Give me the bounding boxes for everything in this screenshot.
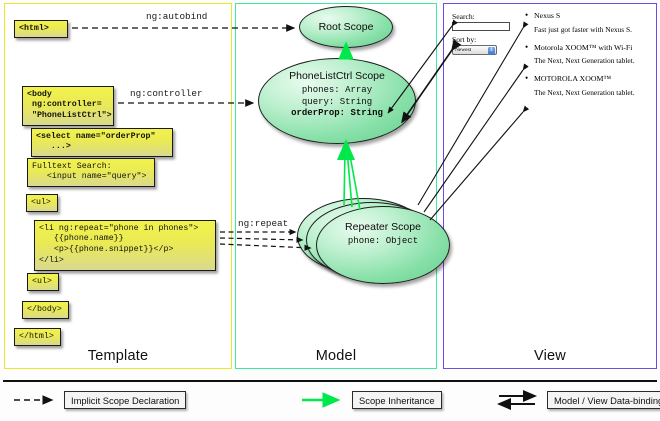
phone-name: Nexus S: [525, 10, 655, 20]
connector-repeat: [219, 228, 312, 251]
scope-root-title: Root Scope: [318, 20, 374, 33]
phone-snippet: The Next, Next Generation tablet.: [534, 87, 635, 97]
code-box-ul-close: <ul>: [27, 273, 59, 292]
code-box-html-close: </html>: [14, 328, 61, 347]
scope-phonelistctrl-props: phones: Array query: String orderProp: S…: [259, 85, 415, 118]
panel-model-label: Model: [315, 348, 357, 364]
list-item[interactable]: Nexus S Fast just got faster with Nexus …: [525, 10, 655, 34]
connector-inheritance-repeater: [337, 139, 361, 211]
view-search-label: Search:: [452, 12, 475, 21]
connector-databinding-orderprop: [401, 39, 462, 124]
phone-name: MOTOROLA XOOM™: [525, 73, 655, 83]
chevron-down-icon: ⇕: [488, 47, 495, 55]
phone-snippet: Fast just got faster with Nexus S.: [534, 24, 632, 34]
code-box-select: <select name="orderProp" ...>: [31, 128, 173, 158]
phone-name: Motorola XOOM™ with Wi-Fi: [525, 42, 655, 52]
green-arrow-icon: [302, 392, 341, 408]
view-sort-label: Sort by:: [452, 35, 477, 44]
scope-repeater-props: phone: Object: [347, 236, 419, 247]
legend-item-model-view-data-binding: Model / View Data-binding: [495, 390, 660, 410]
edge-label-controller: ng:controller: [130, 88, 203, 99]
scope-repeater: Repeater Scope phone: Object: [316, 206, 450, 284]
code-box-body-close: </body>: [22, 301, 69, 320]
panel-view-label: View: [534, 348, 566, 364]
legend-divider: [3, 380, 657, 383]
double-arrow-icon: [497, 390, 537, 410]
legend: Implicit Scope Declaration Scope Inherit…: [0, 390, 660, 418]
edge-label-autobind: ng:autobind: [146, 11, 208, 22]
scope-prop-orderprop: orderProp: String: [291, 107, 383, 118]
panel-template-label: Template: [87, 348, 149, 364]
legend-item-implicit-scope-declaration: Implicit Scope Declaration: [12, 390, 187, 410]
dashed-arrow-icon: [14, 395, 54, 405]
code-box-body-open: <body ng:controller= "PhoneListCtrl">: [22, 86, 114, 127]
scope-phonelistctrl-title: PhoneListCtrl Scope: [289, 70, 385, 82]
connector-databinding-list: [417, 21, 530, 221]
code-box-li-repeat: <li ng:repeat="phone in phones"> {{phone…: [34, 220, 216, 272]
phone-snippet: The Next, Next Generation tablet.: [534, 56, 635, 65]
list-item[interactable]: Motorola XOOM™ with Wi-Fi The Next, Next…: [525, 42, 655, 66]
code-box-ul-open: <ul>: [26, 194, 58, 213]
legend-item-scope-inheritance: Scope Inheritance: [300, 390, 442, 410]
edge-label-repeat: ng:repeat: [238, 218, 289, 229]
phone-list: Nexus S Fast just got faster with Nexus …: [525, 10, 655, 106]
legend-label-scope-inheritance: Scope Inheritance: [352, 391, 442, 409]
legend-label-implicit-scope-declaration: Implicit Scope Declaration: [64, 391, 187, 409]
code-box-fulltext-search: Fulltext Search: <input name="query">: [27, 158, 155, 188]
code-box-html-open: <html>: [14, 20, 68, 39]
scope-repeater-title: Repeater Scope: [345, 221, 421, 233]
legend-label-model-view-data-binding: Model / View Data-binding: [547, 391, 660, 409]
scope-root: Root Scope: [299, 6, 393, 48]
connector-databinding-query: [387, 19, 458, 114]
scope-prop-plain: phones: Array query: String: [301, 85, 373, 107]
panel-view: View: [443, 3, 657, 369]
sort-by-selected-value: Newest: [455, 47, 472, 53]
list-item[interactable]: MOTOROLA XOOM™ The Next, Next Generation…: [525, 73, 655, 97]
